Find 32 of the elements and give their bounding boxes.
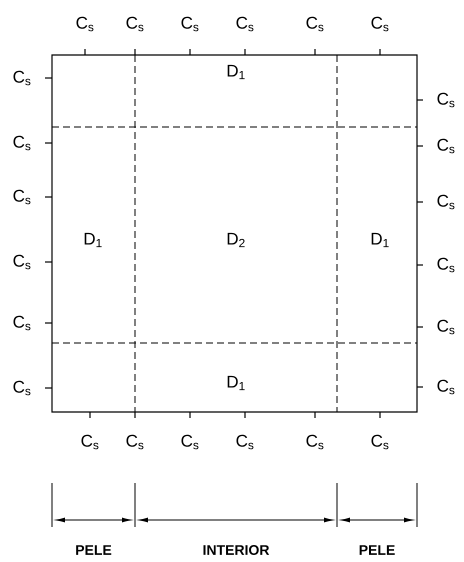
boundary-label: C$_{s}$	[82, 434, 98, 450]
boundary-label: C$_{s}$	[306, 434, 324, 450]
boundary-label: C$_{s}$	[372, 434, 388, 450]
boundary-label: C$_{s}$	[14, 70, 30, 86]
boundary-label: C$_{s}$	[372, 16, 388, 32]
dimension-label: INTERIOR	[204, 545, 270, 555]
boundary-label: C$_{s}$	[438, 380, 454, 394]
boundary-label: C$_{s}$	[14, 190, 30, 204]
dimension-label: PELE	[76, 545, 112, 555]
boundary-label: C$_{s}$	[438, 138, 454, 154]
boundary-label: C$_{s}$	[182, 434, 198, 450]
boundary-label: C$_{s}$	[438, 92, 454, 108]
region-label: D$_{1}$	[228, 376, 245, 390]
boundary-label: C$_{s}$	[438, 320, 454, 334]
boundary-label: C$_{s}$	[14, 380, 30, 396]
boundary-label: C$_{s}$	[236, 16, 254, 32]
boundary-label: C$_{s}$	[76, 16, 94, 32]
region-label: D$_{2}$	[228, 232, 245, 248]
region-label: D$_{1}$	[84, 232, 102, 248]
region-label: D$_{1}$	[372, 232, 389, 248]
boundary-label: C$_{s}$	[14, 254, 30, 270]
boundary-label: C$_{s}$	[14, 136, 30, 150]
boundary-label: C$_{s}$	[126, 434, 144, 450]
boundary-label: C$_{s}$	[438, 258, 454, 272]
boundary-label: C$_{s}$	[182, 16, 198, 32]
boundary-label: C$_{s}$	[438, 194, 454, 210]
boundary-label: C$_{s}$	[14, 316, 30, 330]
boundary-label: C$_{s}$	[236, 434, 254, 450]
region-label: D$_{1}$	[228, 64, 245, 80]
dimension-label: PELE	[360, 545, 395, 555]
boundary-label: C$_{s}$	[306, 16, 324, 32]
boundary-label: C$_{s}$	[126, 16, 144, 32]
